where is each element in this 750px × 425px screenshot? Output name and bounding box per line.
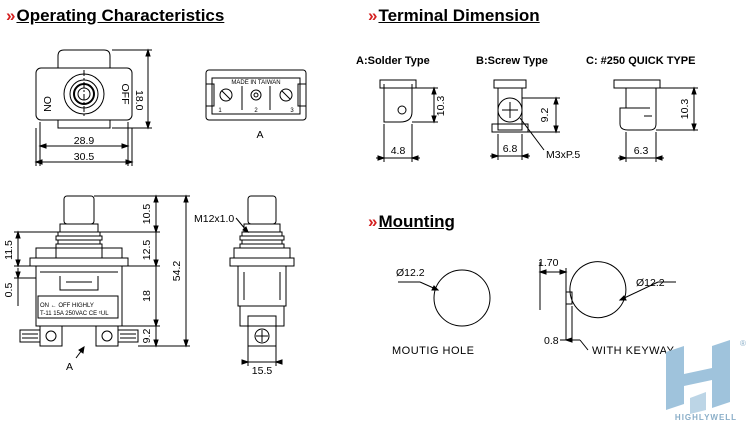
dim-11-5: 11.5: [3, 240, 15, 260]
screw-thread-label: M3xP.5: [546, 149, 580, 161]
front-elevation-dimensions: [14, 194, 190, 359]
dim-12-5: 12.5: [141, 240, 153, 261]
dim-top-height: 18.0: [133, 90, 145, 111]
dim-54-2: 54.2: [171, 261, 183, 282]
dim-10-5: 10.5: [141, 204, 153, 225]
terminal-3-label: 3: [290, 108, 294, 114]
registered-mark: ®: [740, 339, 746, 348]
chevron-icon: »: [368, 6, 378, 25]
screw-type-label: B:Screw Type: [476, 55, 548, 67]
keyway-label: WITH KEYWAY: [592, 345, 675, 357]
heading-mounting: »Mounting: [368, 212, 455, 232]
front-view-a-label: A: [66, 361, 73, 373]
quick-type-label: C: #250 QUICK TYPE: [586, 55, 696, 67]
dim-side-width: 15.5: [252, 365, 273, 377]
on-label: ON: [41, 96, 53, 112]
dim-screw-w: 6.8: [503, 143, 518, 155]
dim-18: 18: [141, 290, 153, 302]
highlywell-logo: HIGHLYWELL ®: [666, 339, 746, 422]
view-a-label: A: [256, 129, 263, 141]
dim-solder-w: 4.8: [391, 145, 406, 157]
mounting-keyway-drawing: [538, 261, 676, 351]
side-on-off-label: ON ← OFF HIGHLY: [40, 303, 94, 309]
mounting-hole-label: MOUTIG HOLE: [392, 345, 475, 357]
thread-label: M12x1.0: [194, 213, 234, 225]
switch-side-elevation: [229, 195, 295, 366]
solder-terminal-drawing: [376, 79, 438, 162]
mounting-hole-drawing: [398, 269, 491, 327]
terminal-2-label: 2: [254, 108, 258, 114]
dim-screw-h: 9.2: [539, 108, 551, 123]
heading-terminal-text: Terminal Dimension: [378, 6, 540, 25]
chevron-icon: »: [6, 6, 16, 25]
heading-terminal-dimension: »Terminal Dimension: [368, 6, 540, 26]
side-rating-label: T-11 15A 250VAC CE ᶜUL: [40, 311, 109, 317]
keyway-1-70-label: 1.70: [538, 257, 559, 269]
hole-dia-label: Ø12.2: [396, 267, 425, 279]
heading-mounting-text: Mounting: [378, 212, 455, 231]
keyway-dia-label: Ø12.2: [636, 277, 665, 289]
switch-top-view: [35, 49, 133, 129]
dim-9-2: 9.2: [141, 329, 153, 344]
quick-terminal-drawing: [613, 79, 698, 162]
chevron-icon: »: [368, 212, 378, 231]
top-view-dimensions: [34, 48, 152, 166]
drawing-text: ON OFF 18.0 28.9 30.5 MADE IN TAIWAN 1 2…: [3, 80, 691, 377]
heading-operating-text: Operating Characteristics: [16, 6, 225, 25]
solder-type-label: A:Solder Type: [356, 55, 430, 67]
logo-text: HIGHLYWELL: [675, 413, 737, 422]
heading-operating-characteristics: »Operating Characteristics: [6, 6, 224, 26]
off-label: OFF: [119, 84, 131, 105]
screw-terminal-drawing: [490, 79, 560, 160]
switch-back-view: [205, 69, 307, 121]
dim-quick-h: 10.3: [679, 99, 691, 120]
terminal-1-label: 1: [218, 108, 222, 114]
dim-top-width-inner: 28.9: [74, 135, 95, 147]
dim-top-width-outer: 30.5: [74, 151, 95, 163]
made-in-label: MADE IN TAIWAN: [231, 80, 280, 86]
dim-0-5: 0.5: [3, 283, 15, 298]
dim-quick-w: 6.3: [634, 145, 649, 157]
switch-front-elevation: [19, 195, 139, 347]
dim-solder-h: 10.3: [435, 96, 447, 117]
keyway-0-8-label: 0.8: [544, 335, 559, 347]
